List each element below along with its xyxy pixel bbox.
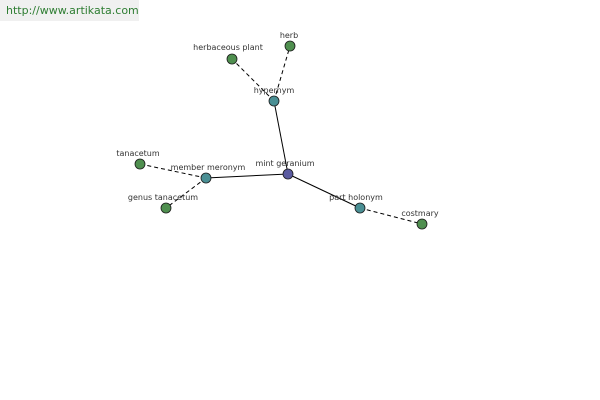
node-part-holonym-marker[interactable] (354, 202, 366, 214)
node-genus-tanacetum-marker[interactable] (160, 202, 172, 214)
edge-mint-geranium-to-member-meronym (205, 173, 289, 179)
edge-member-meronym-to-genus-tanacetum (165, 177, 207, 209)
node-hypernym-marker[interactable] (268, 95, 280, 107)
node-herbaceous-plant-label: herbaceous plant (193, 43, 263, 52)
node-part-holonym-label: part holonym (329, 193, 383, 202)
edge-mint-geranium-to-hypernym (273, 100, 289, 175)
node-herbaceous-plant[interactable]: herbaceous plant (193, 43, 263, 65)
nodes-layer: mint geranium hypernym member meronym part … (116, 31, 439, 230)
edge-hypernym-to-herb (273, 45, 291, 102)
edge-part-holonym-to-costmary (359, 207, 423, 225)
node-herb[interactable]: herb (280, 31, 298, 52)
edge-hypernym-to-herbaceous-plant (231, 58, 275, 102)
edge-member-meronym-to-tanacetum (139, 163, 207, 179)
node-member-meronym[interactable]: member meronym (171, 163, 246, 184)
node-part-holonym[interactable]: part holonym (329, 193, 383, 214)
node-herb-label: herb (280, 31, 298, 40)
node-tanacetum[interactable]: tanacetum (116, 149, 160, 170)
node-hypernym[interactable]: hypernym (254, 86, 295, 107)
node-member-meronym-label: member meronym (171, 163, 246, 172)
node-mint-geranium-label: mint geranium (255, 159, 314, 168)
node-tanacetum-marker[interactable] (134, 158, 146, 170)
node-mint-geranium-marker[interactable] (282, 168, 294, 180)
node-tanacetum-label: tanacetum (116, 149, 160, 158)
node-costmary-marker[interactable] (416, 218, 428, 230)
node-member-meronym-marker[interactable] (200, 172, 212, 184)
node-genus-tanacetum-label: genus tanacetum (128, 193, 198, 202)
node-herb-marker[interactable] (284, 40, 296, 52)
node-herbaceous-plant-marker[interactable] (226, 53, 238, 65)
node-costmary-label: costmary (401, 209, 439, 218)
edges-layer (139, 45, 423, 225)
edge-mint-geranium-to-part-holonym (287, 173, 361, 209)
node-costmary[interactable]: costmary (401, 209, 439, 230)
node-hypernym-label: hypernym (254, 86, 295, 95)
node-genus-tanacetum[interactable]: genus tanacetum (128, 193, 198, 214)
node-mint-geranium[interactable]: mint geranium (255, 159, 315, 180)
source-link[interactable]: http://www.artikata.com (0, 0, 139, 21)
